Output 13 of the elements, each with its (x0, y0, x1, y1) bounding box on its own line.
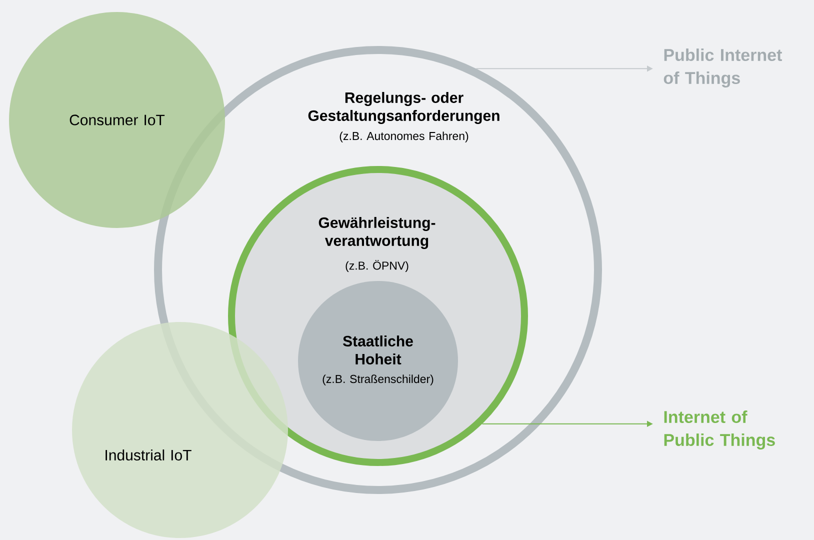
label: Industrial IoT (106, 449, 192, 460)
heading: Gewährleistung- verantwortung (318, 216, 436, 250)
heading: Staatliche Hoheit (343, 335, 413, 364)
subtitle: (z.B. ÖPNV) (346, 260, 408, 272)
label: Internet of Public Things (664, 410, 775, 450)
circle (9, 12, 225, 228)
subtitle: (z.B. Straßenschilder) (322, 374, 434, 386)
subtitle: (z.B. Autonomes Fahren) (340, 132, 468, 142)
label: Public Internet of Things (664, 48, 782, 88)
circle (298, 281, 458, 441)
label: Consumer IoT (70, 114, 165, 126)
heading: Regelungs- oder Gestaltungsanforderungen (308, 92, 500, 124)
circle (72, 322, 288, 538)
